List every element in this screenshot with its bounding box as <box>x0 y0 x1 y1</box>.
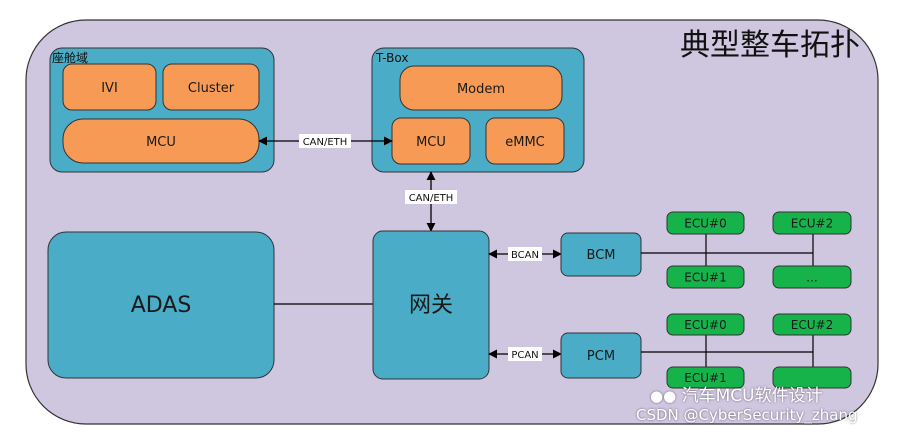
pcm-ecu-2-box <box>772 313 852 336</box>
bcm-ecu-more-box <box>772 265 852 289</box>
modem-label: Modem <box>457 82 505 97</box>
cluster-label: Cluster <box>188 81 235 96</box>
diagram-title: 典型整车拓扑 <box>680 28 860 63</box>
wechat-icon: ●● <box>650 387 677 405</box>
emmc-label: eMMC <box>505 135 545 150</box>
tbox-gateway-link-label: CAN/ETH <box>409 193 454 204</box>
bcm-ecu-2-box <box>772 211 852 235</box>
pcm-ecu-0-box <box>666 313 745 336</box>
pcm-ecu-1-label: ECU#1 <box>684 371 726 385</box>
gateway-box <box>372 230 490 380</box>
cockpit-mcu-label: MCU <box>146 135 176 150</box>
cockpit-tbox-link-label-bg <box>299 134 351 148</box>
pcm-box <box>560 332 642 379</box>
watermark-line1: ●● 汽车MCU软件设计 <box>650 381 823 406</box>
pcm-ecu-more-box <box>772 366 852 389</box>
bcm-ecu-0-label: ECU#0 <box>684 217 726 231</box>
gateway-pcm-link-label-bg <box>508 347 542 361</box>
adas-box <box>47 231 275 379</box>
ivi-label: IVI <box>101 81 118 96</box>
tbox-mcu-label: MCU <box>416 135 446 150</box>
bcm-ecu-0-box <box>666 211 745 235</box>
bcm-label: BCM <box>587 248 616 263</box>
cockpit-domain-label: 座舱域 <box>52 50 88 65</box>
watermark-line2: CSDN @CyberSecurity_zhang <box>636 406 858 424</box>
pcm-ecu-1-box <box>666 366 745 389</box>
pcm-ecu-2-label: ECU#2 <box>791 318 833 332</box>
bcm-ecu-2-label: ECU#2 <box>791 217 833 231</box>
bcm-ecu-1-box <box>666 265 745 289</box>
tbox-label: T-Box <box>375 51 408 65</box>
gateway-pcm-link-label: PCAN <box>511 350 538 361</box>
gateway-label: 网关 <box>409 293 453 318</box>
modem-box <box>399 65 563 111</box>
bcm-ecu-more-label: ... <box>806 271 817 285</box>
gateway-bcm-link-label: BCAN <box>511 250 539 261</box>
gateway-bcm-link-label-bg <box>508 247 542 261</box>
bcm-ecu-1-label: ECU#1 <box>684 271 726 285</box>
bcm-box <box>560 232 642 277</box>
ivi-box <box>62 63 157 111</box>
watermark-line1-text: 汽车MCU软件设计 <box>681 386 823 406</box>
tbox-gateway-link-label-bg <box>405 190 457 204</box>
pcm-label: PCM <box>587 349 615 364</box>
cockpit-tbox-link-label: CAN/ETH <box>303 137 348 148</box>
emmc-box <box>485 117 565 165</box>
cluster-box <box>162 63 260 111</box>
adas-label: ADAS <box>131 293 192 318</box>
pcm-ecu-0-label: ECU#0 <box>684 318 726 332</box>
